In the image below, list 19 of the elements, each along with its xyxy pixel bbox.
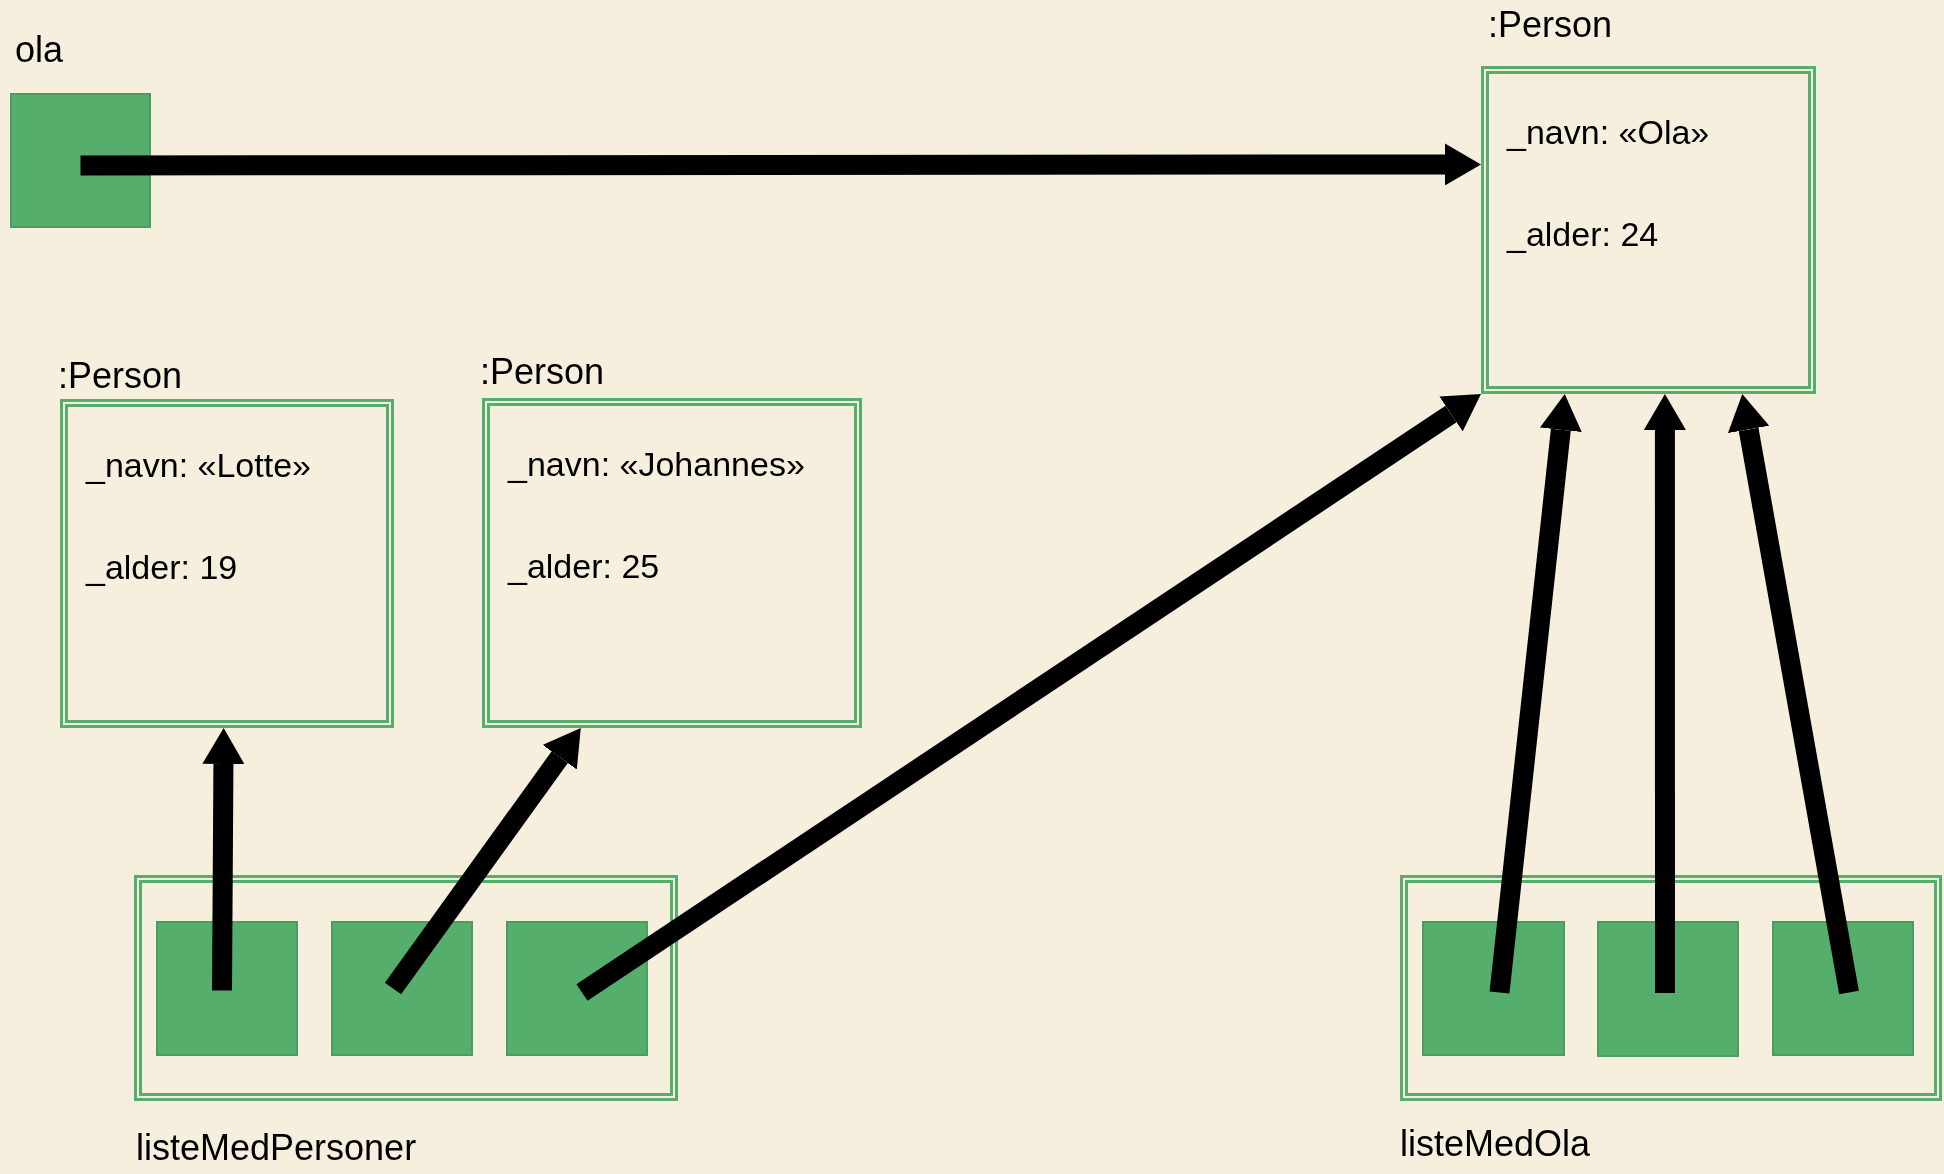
arrow xyxy=(384,728,581,995)
arrow xyxy=(1489,394,1582,994)
field-text: _navn: «Ola» xyxy=(1507,114,1710,152)
variable-name: listeMedPersoner xyxy=(136,1128,417,1168)
object-title: :Person xyxy=(1488,5,1613,45)
variable-name: listeMedOla xyxy=(1400,1124,1591,1164)
arrow xyxy=(80,143,1481,186)
field-text: _navn: «Lotte» xyxy=(86,447,311,485)
arrow xyxy=(576,394,1481,1001)
object-title: :Person xyxy=(480,352,605,392)
field-text: _alder: 19 xyxy=(86,549,238,587)
arrow xyxy=(1727,394,1859,995)
arrow xyxy=(1643,394,1686,993)
arrow xyxy=(202,728,245,991)
object-title: :Person xyxy=(58,356,183,396)
field-text: _alder: 24 xyxy=(1507,216,1659,254)
field-text: _alder: 25 xyxy=(508,548,660,586)
variable-name: ola xyxy=(15,30,64,70)
field-text: _navn: «Johannes» xyxy=(508,446,805,484)
